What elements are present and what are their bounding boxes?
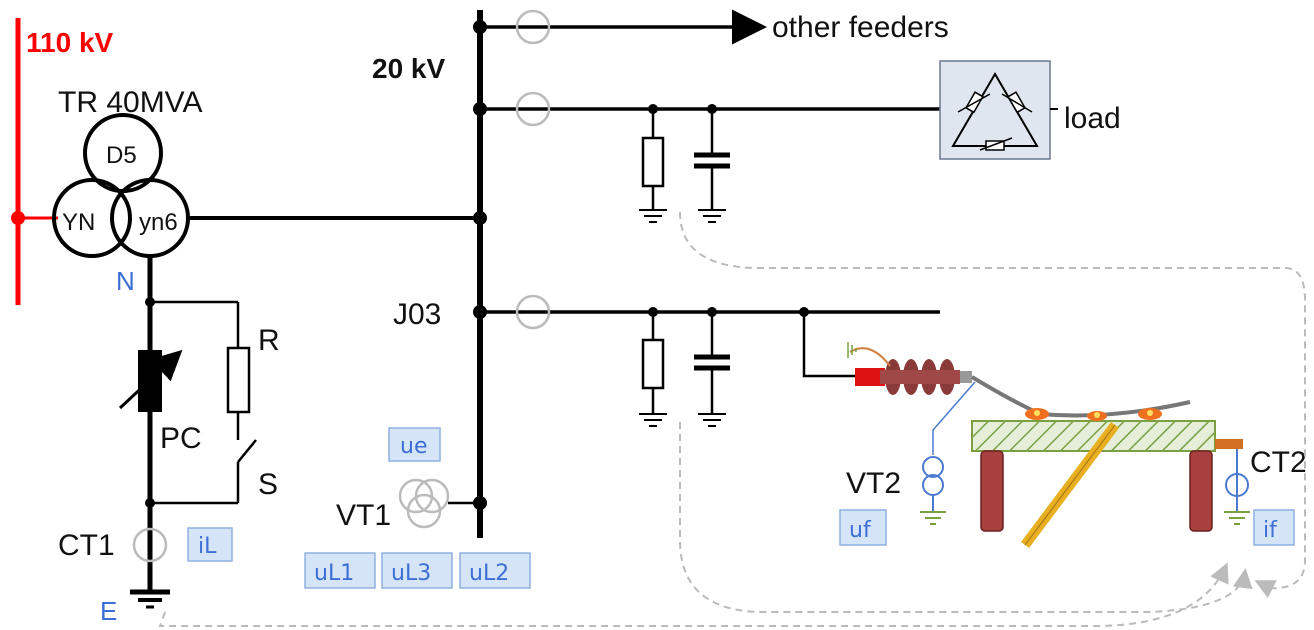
resistor-icon (226, 346, 251, 414)
ground-icon (698, 209, 726, 223)
measurement-ul3: uL3 (381, 552, 453, 589)
load-triangle-icon (939, 60, 1051, 160)
transformer-label: TR 40MVA (58, 86, 202, 119)
current-transformer-icon (132, 527, 168, 563)
svg-text:uL1: uL1 (314, 561, 354, 586)
measurement-if: if (1253, 509, 1295, 546)
resistor-label: R (258, 324, 280, 357)
other-feeders-label: other feeders (772, 11, 949, 44)
measurement-ue: ue (388, 427, 441, 462)
ground-icon (698, 413, 726, 427)
current-transformer-icon (515, 91, 551, 127)
neutral-point-label: N (116, 266, 135, 296)
svg-text:if: if (1263, 518, 1278, 543)
insulator-icon (855, 359, 972, 395)
fault-sparks (1025, 408, 1162, 421)
ground-icon (920, 511, 946, 525)
variable-inductor-icon (118, 349, 183, 412)
current-transformer-icon (515, 294, 551, 330)
current-transformer-icon (515, 9, 551, 45)
resistor-icon (641, 136, 665, 188)
measurement-ul2: uL2 (459, 552, 531, 589)
hv-bus-label: 110 kV (26, 27, 114, 58)
switch-label: S (258, 468, 278, 501)
svg-text:uL2: uL2 (469, 561, 509, 586)
ct2-label: CT2 (1250, 446, 1307, 479)
signal-paths (158, 211, 1306, 627)
ground-icon (1224, 511, 1250, 525)
voltage-transformer-icon (922, 456, 944, 512)
mv-bus-label: 20 kV (372, 53, 445, 84)
ground-icon (639, 209, 667, 223)
capacitor-icon (694, 354, 730, 371)
load-label: load (1064, 102, 1121, 135)
transformer-winding-right: yn6 (139, 209, 178, 236)
svg-text:uL3: uL3 (391, 561, 431, 586)
capacitor-icon (694, 152, 730, 169)
measurement-ul1: uL1 (304, 552, 376, 589)
voltage-transformer-icon (398, 478, 450, 529)
measurement-uf: uf (839, 509, 887, 546)
transformer-winding-top: D5 (106, 142, 137, 169)
svg-text:ue: ue (400, 434, 427, 459)
petersen-coil-label: PC (160, 422, 202, 455)
ground-icon (130, 589, 170, 609)
vt2-label: VT2 (846, 467, 901, 500)
ground-icon (639, 413, 667, 427)
faulty-feeder-label: J03 (393, 298, 441, 331)
svg-text:uf: uf (849, 518, 872, 543)
ct1-label: CT1 (58, 529, 115, 562)
hv-bus (11, 18, 58, 305)
measurement-il: iL (187, 527, 233, 562)
svg-text:iL: iL (198, 534, 217, 559)
resistor-icon (641, 338, 665, 390)
vt1-label: VT1 (336, 499, 391, 532)
switch-icon (236, 439, 257, 503)
current-transformer-icon (1225, 473, 1249, 497)
transformer-winding-left: YN (62, 209, 95, 236)
earth-point-label: E (100, 596, 117, 626)
test-table (971, 420, 1243, 548)
